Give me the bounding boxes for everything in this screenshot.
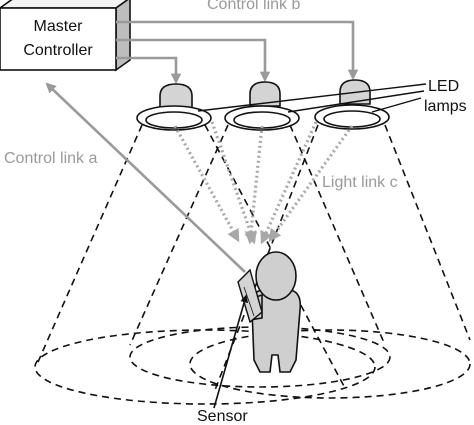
person-figure [247,251,302,373]
led-lamp-right [314,79,390,130]
led-lamps-pointers [197,83,427,113]
controller-label-line1: Master [34,18,84,35]
led-lamps-label-line2: lamps [424,98,467,115]
master-controller: Master Controller [0,0,131,72]
floor-pool-left [34,329,376,405]
floor-pool-right [189,329,471,399]
cone-center-edge-a [129,124,229,346]
control-link-a-arrow [45,82,246,273]
light-link-c [173,121,354,245]
control-link-b-to-lamp-right [116,20,359,81]
led-lamp-center [224,81,300,131]
control-link-b [116,20,359,85]
controller-box-top [0,0,129,9]
controller-label-line2: Controller [23,42,93,59]
light-link-center [244,125,264,245]
controller-box-side [115,0,131,72]
light-link-right-a [260,121,318,245]
cone-center-edge-b [289,124,386,346]
led-lamp-left [136,83,212,131]
cone-right-edge-b [384,124,471,341]
led-lamps-label-line1: LED [428,78,459,95]
control-link-b-to-lamp-left [116,56,182,85]
led-lamps [136,79,390,131]
light-link-right-b [268,125,354,243]
control-link-b-label: Control link b [207,0,300,13]
sensor-pointer [213,294,249,409]
controller-box-front [0,7,117,71]
person-head [255,251,297,301]
sensor-panel [237,268,263,324]
sensor-label: Sensor [197,408,248,425]
sensor-device [237,268,263,324]
light-link-c-label: Light link c [322,174,398,191]
control-link-a-label: Control link a [4,150,97,167]
light-link-left-a [173,125,240,243]
light-link-left-b [210,121,257,245]
control-link-b-to-lamp-center [116,38,271,83]
